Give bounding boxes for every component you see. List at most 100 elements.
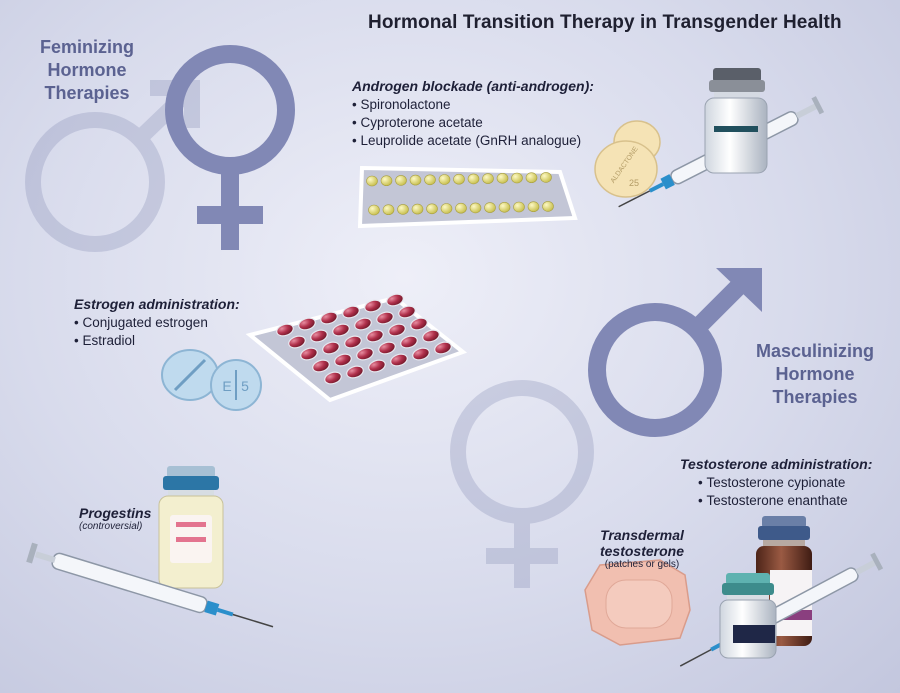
progestins-note: (controversial) [79, 521, 143, 532]
small-vial-icon [719, 573, 777, 659]
feminizing-heading-line: Feminizing [40, 37, 134, 57]
red-pill [346, 365, 364, 379]
list-item: Spironolactone [352, 96, 594, 114]
yellow-pill [395, 175, 407, 186]
masculinizing-heading: Masculinizing Hormone Therapies [745, 340, 885, 409]
red-pill [288, 335, 306, 349]
estrogen-block: Estrogen administration: Conjugated estr… [74, 296, 240, 350]
yellow-pill [453, 173, 465, 185]
red-pill [322, 341, 340, 355]
blister-pack-yellow-icon [357, 165, 578, 229]
transdermal-heading: Transdermal testosterone [599, 527, 685, 559]
red-pill [324, 371, 342, 385]
transdermal-note: (patches or gels) [604, 559, 680, 570]
masculinizing-heading-line: Therapies [772, 387, 858, 407]
red-pill [366, 329, 384, 343]
list-item: Cyproterone acetate [352, 114, 594, 132]
list-item: Leuprolide acetate (GnRH analogue) [352, 132, 594, 150]
estrogen-pill-imprint-e: E [222, 378, 231, 394]
progestins-heading: Progestins [79, 505, 152, 521]
female-symbol-icon [165, 45, 295, 250]
aldactone-pill-icon: ALDACTONE 25 [594, 120, 661, 198]
red-pill [276, 323, 294, 337]
feminizing-heading-line: Therapies [44, 83, 130, 103]
red-pill [298, 317, 316, 331]
red-pill [342, 305, 360, 319]
red-pill [300, 347, 318, 361]
red-pill [422, 329, 440, 343]
yellow-pill [469, 202, 482, 214]
list-item: Conjugated estrogen [74, 314, 240, 332]
red-pill [378, 341, 396, 355]
red-pill [376, 311, 394, 325]
yellow-pill [368, 204, 380, 216]
progestins-block: Progestins (controversial) [79, 505, 151, 532]
yellow-pill [426, 203, 438, 215]
yellow-pill [525, 172, 538, 183]
red-pill [310, 329, 328, 343]
estrogen-heading: Estrogen administration: [74, 296, 240, 312]
male-symbol-icon [588, 268, 762, 437]
yellow-pill [397, 204, 409, 215]
yellow-pill [527, 201, 540, 212]
yellow-pill [382, 204, 395, 215]
red-pill [332, 323, 350, 337]
yellow-pill [409, 174, 422, 186]
yellow-pill [440, 203, 453, 214]
aldactone-dose-imprint: 25 [629, 178, 639, 188]
feminizing-heading: Feminizing Hormone Therapies [22, 36, 152, 105]
yellow-pill [424, 174, 436, 186]
yellow-pill [498, 202, 511, 213]
yellow-pill [542, 201, 554, 212]
progestin-vial-icon [158, 466, 224, 589]
red-pill [434, 341, 452, 355]
yellow-pill [380, 175, 393, 186]
red-pill [398, 305, 416, 319]
red-pill [400, 335, 418, 349]
yellow-pill [455, 202, 467, 214]
red-pill [320, 311, 338, 325]
yellow-pill [513, 201, 525, 213]
testosterone-block: Testosterone administration: Testosteron… [680, 456, 872, 510]
list-item: Testosterone cypionate [698, 474, 872, 492]
masculinizing-heading-line: Masculinizing [755, 341, 874, 361]
red-pill [390, 353, 408, 367]
red-pill [412, 347, 430, 361]
androgen-blockade-heading: Androgen blockade (anti-androgen): [352, 78, 594, 94]
yellow-pill [366, 175, 378, 187]
red-pill [388, 323, 406, 337]
vial-icon [704, 68, 768, 174]
testosterone-heading: Testosterone administration: [680, 456, 873, 472]
red-pill [334, 353, 352, 367]
red-pill [386, 293, 404, 307]
yellow-pill [482, 173, 494, 184]
yellow-pill [496, 173, 509, 184]
red-pill [312, 359, 330, 373]
masculinizing-heading-line: Hormone [775, 364, 855, 384]
female-symbol-ghost-icon [450, 380, 594, 588]
yellow-pill [467, 173, 480, 185]
transdermal-block: Transdermal testosterone (patches or gel… [557, 527, 727, 570]
yellow-pill [511, 172, 523, 184]
red-pill [356, 347, 374, 361]
androgen-blockade-block: Androgen blockade (anti-androgen): Spiro… [352, 78, 594, 150]
blister-pack-red-icon [245, 293, 468, 403]
syringe-icon [26, 542, 274, 628]
yellow-pill [411, 203, 424, 215]
estrogen-pill-icon: E 5 [161, 349, 262, 411]
estrogen-pill-imprint-5: 5 [241, 378, 249, 394]
red-pill [368, 359, 386, 373]
red-pill [364, 299, 382, 313]
feminizing-heading-line: Hormone [47, 60, 127, 80]
list-item: Estradiol [74, 332, 240, 350]
red-pill [344, 335, 362, 349]
yellow-pill [484, 202, 496, 213]
red-pill [354, 317, 372, 331]
yellow-pill [540, 172, 552, 183]
red-pill [410, 317, 428, 331]
patch-icon [584, 559, 691, 646]
yellow-pill [438, 174, 451, 185]
page-title: Hormonal Transition Therapy in Transgend… [368, 12, 842, 33]
